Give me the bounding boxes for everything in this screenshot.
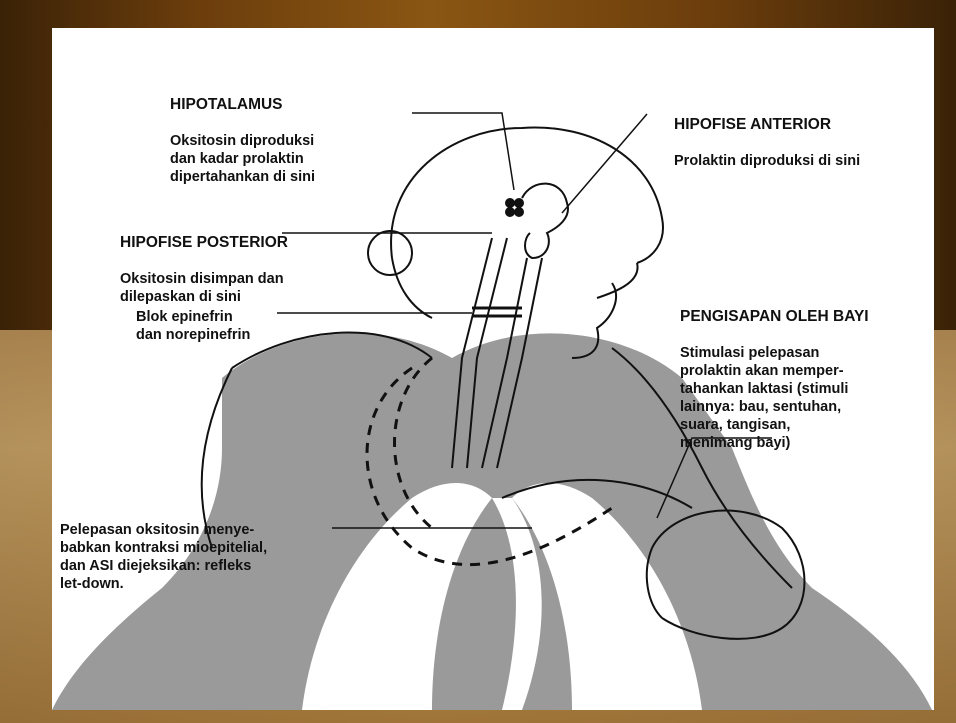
label-pelepasan-oksitosin-text: Pelepasan oksitosin menye- babkan kontra… (60, 522, 267, 592)
label-pelepasan-oksitosin: Pelepasan oksitosin menye- babkan kontra… (60, 503, 267, 593)
label-hipofise-posterior-title: HIPOFISE POSTERIOR (120, 234, 288, 252)
label-hipofise-anterior-title: HIPOFISE ANTERIOR (674, 116, 860, 134)
label-pengisapan: PENGISAPAN OLEH BAYI Stimulasi pelepasan… (680, 290, 869, 470)
label-hipotalamus: HIPOTALAMUS Oksitosin diproduksi dan kad… (170, 78, 315, 186)
mother-head-outline (368, 128, 663, 358)
label-hipotalamus-title: HIPOTALAMUS (170, 96, 315, 114)
label-hipotalamus-text: Oksitosin diproduksi dan kadar prolaktin… (170, 133, 315, 185)
diagram-sheet: HIPOTALAMUS Oksitosin diproduksi dan kad… (52, 28, 934, 710)
label-pengisapan-text2: tahankan laktasi (stimuli lainnya: bau, … (680, 380, 869, 452)
label-blok-epinefrin-text: Blok epinefrin dan norepinefrin (136, 309, 250, 343)
pituitary-shape (506, 184, 568, 258)
label-pengisapan-text: Stimulasi pelepasan prolaktin akan mempe… (680, 345, 844, 379)
label-hipofise-anterior-text: Prolaktin diproduksi di sini (674, 153, 860, 169)
label-blok-epinefrin: Blok epinefrin dan norepinefrin (136, 290, 250, 344)
label-hipofise-anterior: HIPOFISE ANTERIOR Prolaktin diproduksi d… (674, 98, 860, 170)
label-pengisapan-title: PENGISAPAN OLEH BAYI (680, 308, 869, 326)
